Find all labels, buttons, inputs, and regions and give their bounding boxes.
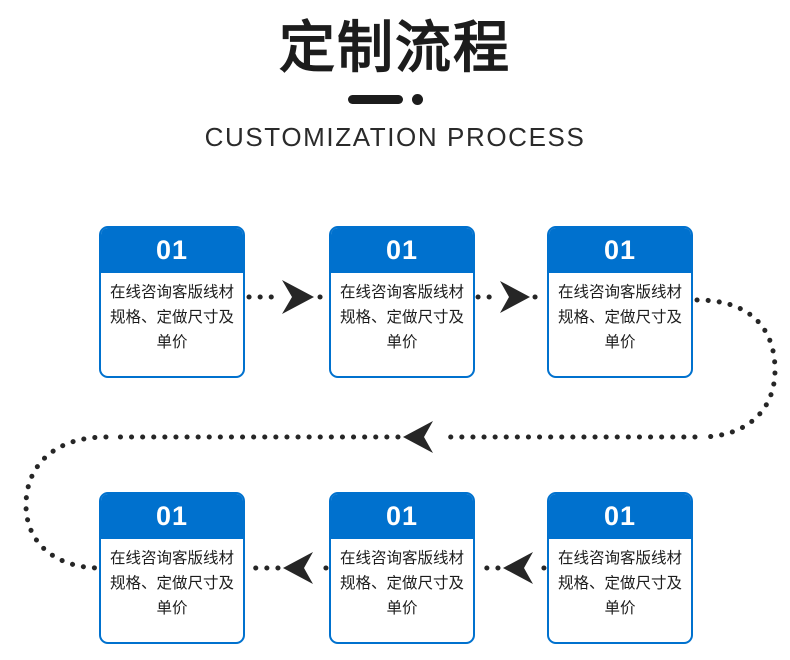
arrow-right-icon [282,280,314,314]
left-loop-connector [23,434,109,571]
arrow-left-icon [403,421,433,453]
process-card-5[interactable]: 01 在线咨询客版线材规格、定做尺寸及单价 [329,492,475,644]
top-connector-2 [475,281,547,313]
bottom-connector-2 [475,552,547,584]
bottom-connector-1 [247,552,329,584]
title-divider [0,84,790,114]
process-card-3-number: 01 [549,228,691,273]
arrow-left-icon [503,552,533,584]
process-card-6-text: 在线咨询客版线材规格、定做尺寸及单价 [558,549,683,617]
right-loop-connector [694,297,778,440]
curved-dotted-path [23,434,109,571]
page-subtitle: CUSTOMIZATION PROCESS [204,122,586,152]
process-card-2[interactable]: 01 在线咨询客版线材规格、定做尺寸及单价 [329,226,475,378]
process-card-6[interactable]: 01 在线咨询客版线材规格、定做尺寸及单价 [547,492,693,644]
arrow-left-icon [283,552,313,584]
process-card-2-number: 01 [331,228,473,273]
curved-dotted-path [694,297,778,440]
process-card-5-text: 在线咨询客版线材规格、定做尺寸及单价 [340,549,465,617]
page-title: 定制流程 [279,16,511,81]
arrow-right-icon [500,281,530,313]
process-card-4-number: 01 [101,494,243,539]
process-card-3-text: 在线咨询客版线材规格、定做尺寸及单价 [558,283,683,351]
process-card-5-number: 01 [331,494,473,539]
process-card-4[interactable]: 01 在线咨询客版线材规格、定做尺寸及单价 [99,492,245,644]
process-card-1-number: 01 [101,228,243,273]
process-card-1-text: 在线咨询客版线材规格、定做尺寸及单价 [110,283,235,351]
divider-bar-icon [348,95,403,104]
process-card-6-number: 01 [549,494,691,539]
process-card-2-text: 在线咨询客版线材规格、定做尺寸及单价 [340,283,465,351]
process-card-4-text: 在线咨询客版线材规格、定做尺寸及单价 [110,549,235,617]
page-header: 定制流程 CUSTOMIZATION PROCESS [0,0,790,153]
return-connector [107,421,698,453]
process-card-3[interactable]: 01 在线咨询客版线材规格、定做尺寸及单价 [547,226,693,378]
top-connector-1 [246,280,329,314]
divider-dot-icon [412,94,423,105]
process-card-1[interactable]: 01 在线咨询客版线材规格、定做尺寸及单价 [99,226,245,378]
